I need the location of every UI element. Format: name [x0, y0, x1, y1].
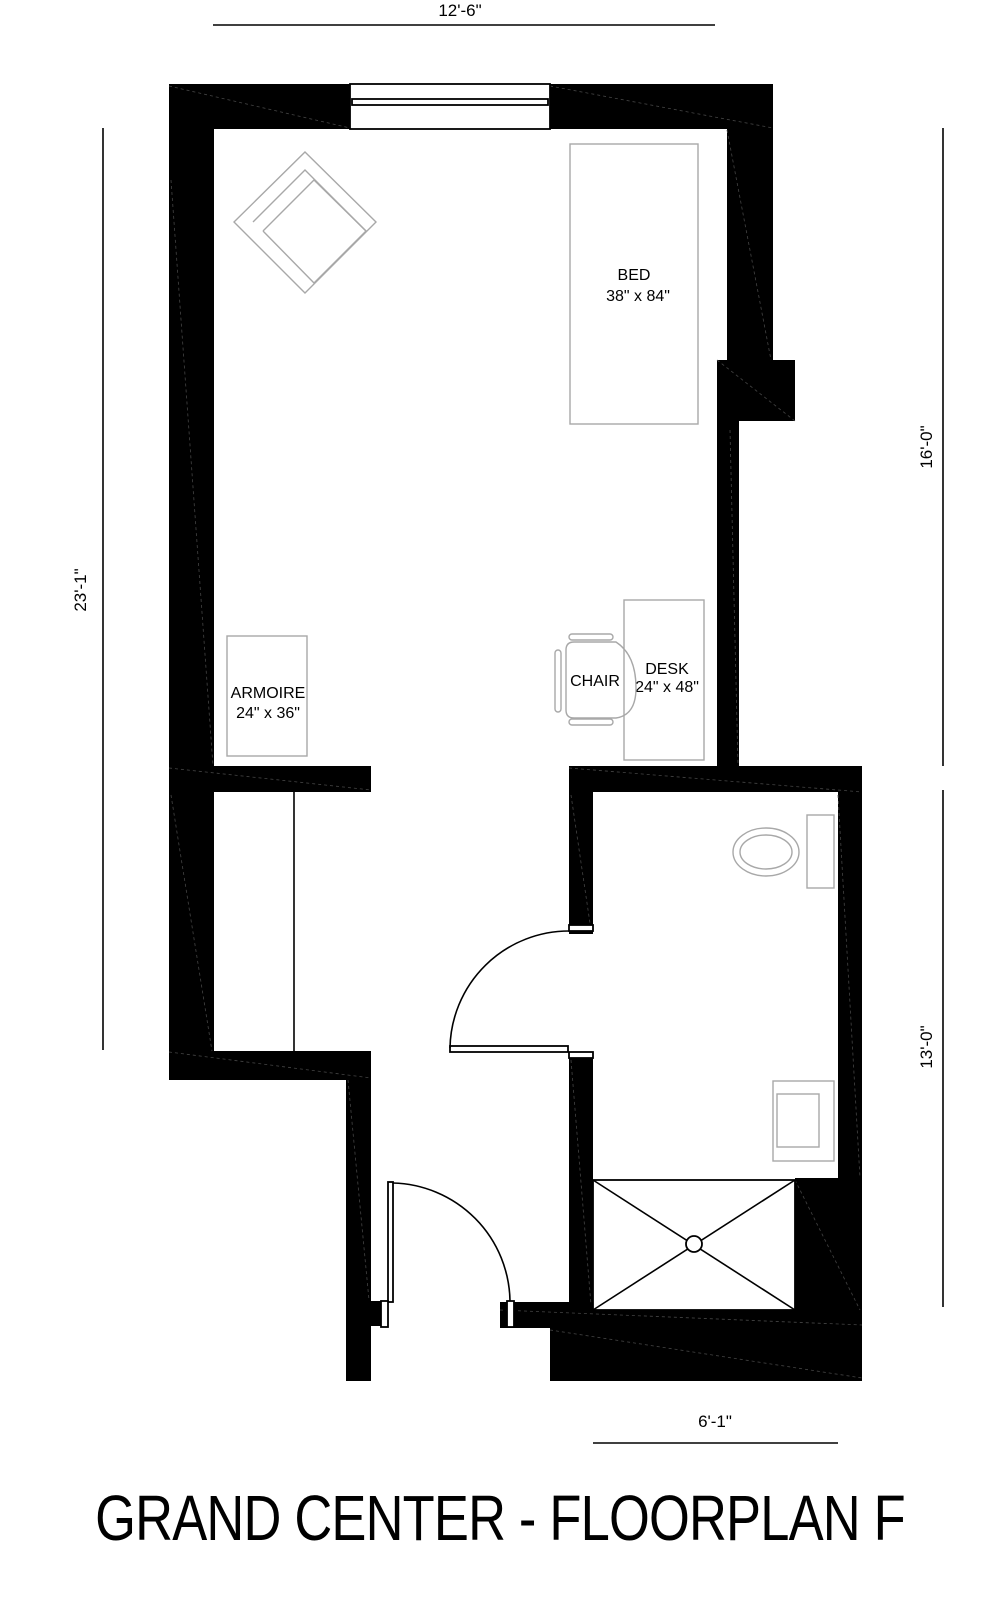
dimension-label-right-upper: 16'-0" [917, 425, 936, 468]
dimension-label-top: 12'-6" [438, 1, 481, 20]
dimension-bottom: 6'-1" [593, 1412, 838, 1444]
desk: DESK 24" x 48" [623, 599, 705, 761]
dimension-label-left: 23'-1" [71, 568, 90, 611]
dimension-label-right-lower: 13'-0" [917, 1025, 936, 1068]
dimension-left: 23'-1" [71, 128, 104, 1050]
armoire-label: ARMOIRE [231, 685, 306, 702]
chair-label: CHAIR [570, 673, 620, 690]
dimension-right-upper: 16'-0" [917, 128, 944, 766]
desk-label: DESK [645, 661, 689, 678]
dimension-label-bottom: 6'-1" [698, 1412, 732, 1431]
window [349, 83, 551, 130]
bathroom-door [449, 924, 594, 1059]
armoire: ARMOIRE 24" x 36" [226, 635, 308, 757]
sink-icon [772, 1080, 835, 1162]
shower-icon [592, 1179, 796, 1311]
bed-label: BED [618, 267, 651, 284]
lounge-chair-icon [233, 151, 377, 294]
bed-size-label: 38" x 84" [606, 288, 670, 305]
toilet-icon [732, 814, 835, 889]
wall-seams [168, 85, 863, 1379]
desk-size-label: 24" x 48" [635, 679, 699, 696]
dimension-right-lower: 13'-0" [917, 790, 944, 1307]
armoire-size-label: 24" x 36" [236, 705, 300, 722]
bed: BED 38" x 84" [569, 143, 699, 425]
dimension-top: 12'-6" [213, 1, 715, 26]
office-chair-icon: CHAIR [554, 633, 637, 726]
page-title: GRAND CENTER - FLOORPLAN F [95, 1482, 906, 1554]
entry-door [380, 1181, 515, 1328]
walls [169, 84, 862, 1381]
